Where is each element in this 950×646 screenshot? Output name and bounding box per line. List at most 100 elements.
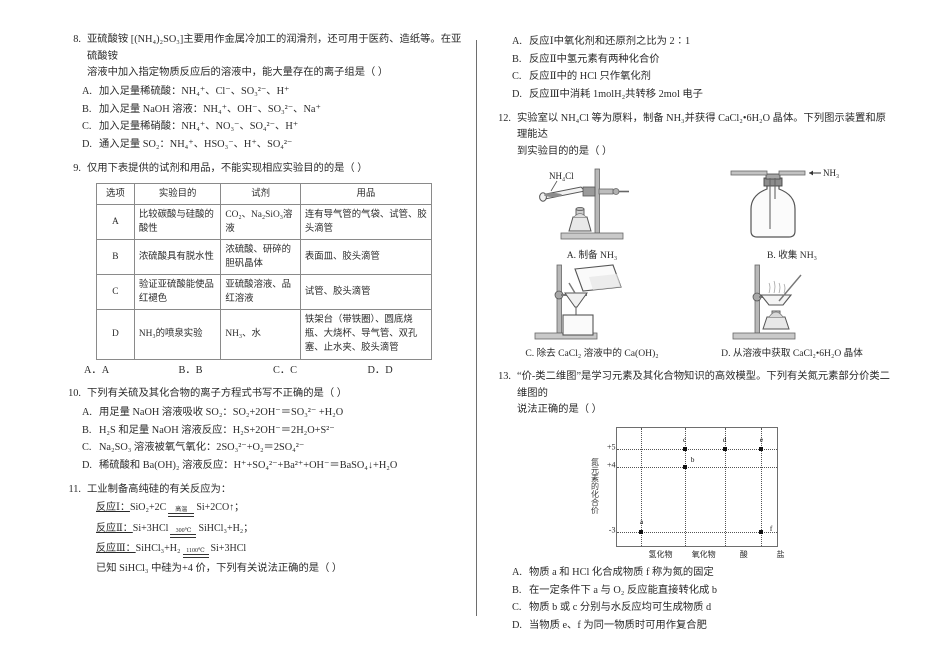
option-a[interactable]: A. 反应Ⅰ中氧化剂和还原剂之比为 2∶1 bbox=[492, 33, 892, 51]
table-header-reagent: 试剂 bbox=[220, 182, 301, 205]
option-b[interactable]: B. 加入足量 NaOH 溶液：NH₄⁺、OH⁻、SO₃²⁻、Na⁺ bbox=[62, 101, 462, 119]
data-point-f bbox=[759, 529, 764, 534]
table-header-apparatus: 用品 bbox=[299, 182, 433, 205]
option-c-label: C. bbox=[512, 71, 522, 83]
data-point-d bbox=[722, 447, 727, 452]
row-d-goal: NH₃的喷泉实验 bbox=[133, 309, 222, 360]
row-a-reagent: CO₂、Na₂SiO₃溶液 bbox=[220, 203, 301, 240]
reaction-1-arrow: 高温 bbox=[168, 506, 195, 518]
figure-c[interactable]: C. 除去 CaCl₂ 溶液中的 Ca(OH)₂ bbox=[492, 263, 692, 362]
row-a-option: A bbox=[96, 203, 135, 240]
gridline-plus4 bbox=[617, 466, 778, 468]
option-a-label: A. bbox=[82, 406, 93, 418]
row-d-apparatus: 铁架台（带铁圈）、圆底烧瓶、大烧杯、导气管、双孔塞、止水夹、胶头滴管 bbox=[299, 309, 433, 360]
data-point-a bbox=[639, 529, 644, 534]
chart-y-axis-label: 氮元素的化合价 bbox=[590, 457, 600, 514]
chart-y-ticks: +5 +4 -3 bbox=[601, 427, 616, 545]
right-column: A. 反应Ⅰ中氧化剂和还原剂之比为 2∶1 B. 反应Ⅱ中氢元素有两种化合价 C… bbox=[492, 32, 892, 642]
answer-choice-b[interactable]: B．B bbox=[178, 364, 203, 376]
option-c-text: 反应Ⅱ中的 HCl 只作氧化剂 bbox=[529, 71, 651, 83]
experiment-table: 选项 实验目的 试剂 用品 A 比较碳酸与硅酸的酸性 CO₂、Na₂SiO₃溶液… bbox=[96, 182, 433, 360]
reaction-2-left: Si+3HCl bbox=[132, 522, 169, 534]
option-c[interactable]: C. 加入足量稀硝酸：NH₄⁺、NO₃⁻、SO₄²⁻、H⁺ bbox=[62, 118, 462, 136]
reaction-2-condition: 300℃ bbox=[175, 527, 192, 534]
option-a[interactable]: A. 加入足量稀硫酸：NH₄⁺、Cl⁻、SO₃²⁻、H⁺ bbox=[62, 83, 462, 101]
option-c[interactable]: C. Na₂SO₃ 溶液被氧气氧化：2SO₃²⁻+O₂＝2SO₄²⁻ bbox=[62, 439, 462, 457]
arrow-bar bbox=[168, 513, 195, 518]
option-d-text: 反应Ⅲ中消耗 1molH₂共转移 2mol 电子 bbox=[529, 89, 703, 101]
option-b[interactable]: B. 在一定条件下 a 与 O₂ 反应能直接转化成 b bbox=[492, 582, 892, 600]
option-a-label: A. bbox=[512, 566, 523, 578]
gridline-minus3 bbox=[617, 531, 778, 533]
option-c[interactable]: C. 物质 b 或 c 分别与水反应均可生成物质 d bbox=[492, 599, 892, 617]
row-c-apparatus: 试管、胶头滴管 bbox=[299, 274, 433, 311]
reaction-3-label: 反应Ⅲ： bbox=[96, 543, 136, 555]
option-d-text: 当物质 e、f 为同一物质时可用作复合肥 bbox=[529, 620, 707, 632]
x-tick-salt: 盐 bbox=[776, 549, 785, 559]
question-10: 10. 下列有关硫及其化合物的离子方程式书写不正确的是（ ） A. 用足量 Na… bbox=[62, 386, 462, 474]
table-header-option: 选项 bbox=[96, 182, 135, 205]
table-row[interactable]: B 浓硫酸具有脱水性 浓硫酸、研碎的胆矾晶体 表面皿、胶头滴管 bbox=[96, 238, 433, 276]
row-b-goal: 浓硫酸具有脱水性 bbox=[133, 238, 222, 276]
data-point-e bbox=[759, 447, 764, 452]
row-c-option: C bbox=[96, 274, 135, 311]
option-a[interactable]: A. 物质 a 和 HCl 化合成物质 f 称为氮的固定 bbox=[492, 564, 892, 582]
answer-choice-a[interactable]: A．A bbox=[84, 364, 110, 376]
row-c-reagent: 亚硫酸溶液、品红溶液 bbox=[220, 274, 301, 311]
row-b-reagent: 浓硫酸、研碎的胆矾晶体 bbox=[220, 238, 301, 276]
option-d-label: D. bbox=[512, 620, 523, 632]
option-a[interactable]: A. 用足量 NaOH 溶液吸收 SO₂：SO₂+2OH⁻＝SO₃²⁻ +H₂O bbox=[62, 404, 462, 422]
option-b[interactable]: B. H₂S 和足量 NaOH 溶液反应：H₂S+2OH⁻＝2H₂O+S²⁻ bbox=[62, 422, 462, 440]
option-c-label: C. bbox=[82, 121, 92, 133]
filtration-funnel-apparatus-icon bbox=[534, 264, 622, 340]
x-tick-acid: 酸 bbox=[739, 549, 748, 559]
option-a-text: 物质 a 和 HCl 化合成物质 f 称为氮的固定 bbox=[529, 566, 714, 578]
question-10-number: 10. bbox=[68, 388, 81, 400]
table-row[interactable]: C 验证亚硫酸能使品红褪色 亚硫酸溶液、品红溶液 试管、胶头滴管 bbox=[96, 274, 433, 311]
question-10-options: A. 用足量 NaOH 溶液吸收 SO₂：SO₂+2OH⁻＝SO₃²⁻ +H₂O… bbox=[62, 404, 462, 475]
option-b-label: B. bbox=[82, 424, 92, 436]
question-8-stem-line2: 溶液中加入指定物质反应后的溶液中，能大量存在的离子组是（ ） bbox=[87, 67, 389, 79]
arrow-bar bbox=[182, 554, 209, 559]
option-d[interactable]: D. 反应Ⅲ中消耗 1molH₂共转移 2mol 电子 bbox=[492, 86, 892, 104]
question-12-number: 12. bbox=[498, 112, 511, 124]
question-11-known: 已知 SiHCl₃ 中硅为+4 价，下列有关说法正确的是（ ） bbox=[96, 562, 343, 574]
table-row[interactable]: D NH₃的喷泉实验 NH₃、水 铁架台（带铁圈）、圆底烧瓶、大烧杯、导气管、双… bbox=[96, 309, 433, 360]
table-row[interactable]: A 比较碳酸与硅酸的酸性 CO₂、Na₂SiO₃溶液 连有导气管的气袋、试管、胶… bbox=[96, 203, 433, 240]
reaction-1-left: SiO₂+2C bbox=[129, 502, 167, 514]
data-point-b bbox=[682, 464, 687, 469]
catline-hydride bbox=[641, 427, 643, 546]
option-c-text: Na₂SO₃ 溶液被氧气氧化：2SO₃²⁻+O₂＝2SO₄²⁻ bbox=[99, 442, 305, 454]
x-tick-oxide: 氧化物 bbox=[691, 549, 716, 559]
figure-a-text: 制备 NH₃ bbox=[578, 249, 618, 261]
data-point-c-label: c bbox=[683, 434, 687, 444]
option-d[interactable]: D. 稀硫酸和 Ba(OH)₂ 溶液反应：H⁺+SO₄²⁻+Ba²⁺+OH⁻＝B… bbox=[62, 457, 462, 475]
figure-d[interactable]: D. 从溶液中获取 CaCl₂•6H₂O 晶体 bbox=[692, 263, 892, 362]
option-d[interactable]: D. 当物质 e、f 为同一物质时可用作复合肥 bbox=[492, 617, 892, 635]
option-b-text: 加入足量 NaOH 溶液：NH₄⁺、OH⁻、SO₃²⁻、Na⁺ bbox=[99, 103, 321, 115]
option-c-text: 物质 b 或 c 分别与水反应均可生成物质 d bbox=[529, 602, 712, 614]
evaporating-dish-apparatus-icon bbox=[732, 264, 802, 340]
option-b-text: H₂S 和足量 NaOH 溶液反应：H₂S+2OH⁻＝2H₂O+S²⁻ bbox=[99, 424, 335, 436]
chart-x-ticks: 氢化物 氧化物 酸 盐 bbox=[637, 547, 797, 560]
option-a-text: 加入足量稀硫酸：NH₄⁺、Cl⁻、SO₃²⁻、H⁺ bbox=[99, 86, 290, 98]
question-12-stem-line1: 实验室以 NH₄Cl 等为原料，制备 NH₃并获得 CaCl₂•6H₂O 晶体。… bbox=[517, 112, 886, 141]
data-point-a-label: a bbox=[639, 517, 644, 527]
option-d-text: 通入足量 SO₂：NH₄⁺、HSO₃⁻、H⁺、SO₄²⁻ bbox=[99, 139, 293, 151]
figure-b[interactable]: NH₃ B. 收集 NH₃ bbox=[692, 165, 892, 264]
option-c[interactable]: C. 反应Ⅱ中的 HCl 只作氧化剂 bbox=[492, 68, 892, 86]
gridline-plus5 bbox=[617, 449, 778, 451]
answer-choice-c[interactable]: C．C bbox=[273, 364, 298, 376]
option-a-text: 用足量 NaOH 溶液吸收 SO₂：SO₂+2OH⁻＝SO₃²⁻ +H₂O bbox=[99, 406, 344, 418]
option-b[interactable]: B. 反应Ⅱ中氢元素有两种化合价 bbox=[492, 51, 892, 69]
figure-d-label: D. bbox=[721, 348, 731, 360]
option-a-text: 反应Ⅰ中氧化剂和还原剂之比为 2∶1 bbox=[529, 36, 691, 47]
figure-a[interactable]: NH₄Cl A. 制备 NH₃ bbox=[492, 165, 692, 264]
answer-choice-d[interactable]: D．D bbox=[367, 364, 393, 376]
option-d[interactable]: D. 通入足量 SO₂：NH₄⁺、HSO₃⁻、H⁺、SO₄²⁻ bbox=[62, 136, 462, 154]
row-a-goal: 比较碳酸与硅酸的酸性 bbox=[133, 203, 222, 240]
gas-collecting-bottle-icon: NH₃ bbox=[730, 168, 839, 238]
